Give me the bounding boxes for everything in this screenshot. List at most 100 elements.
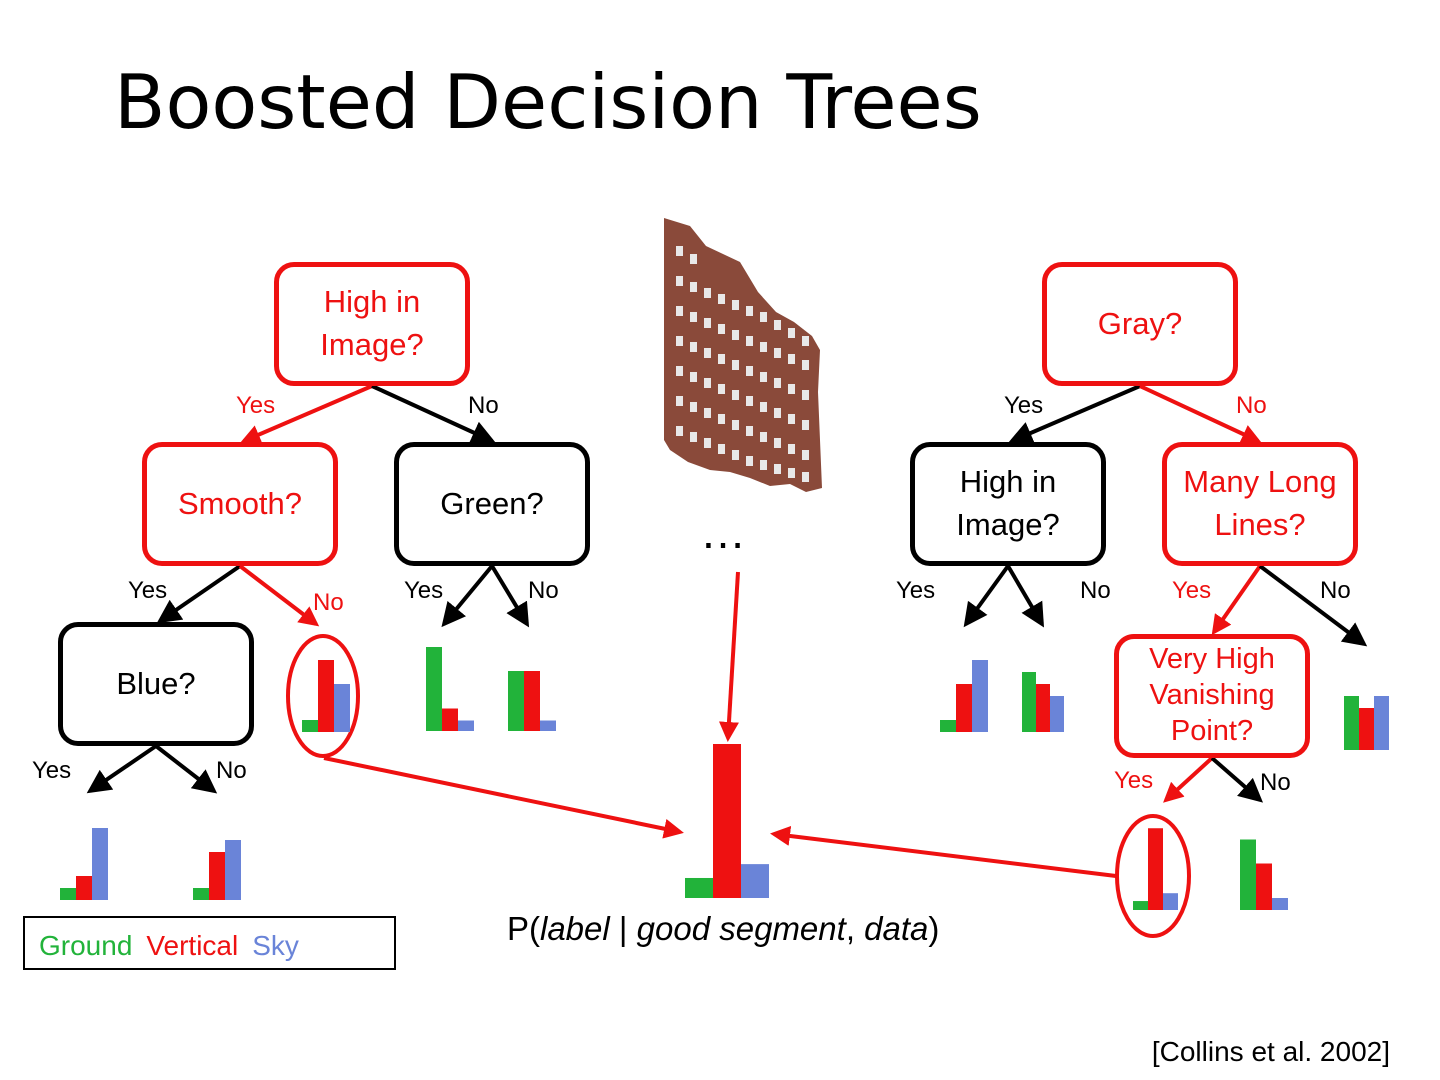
edge-t2-high-no <box>1006 564 1045 628</box>
legend-vertical: Vertical <box>146 930 239 961</box>
histograms <box>60 647 1389 910</box>
label-t2-vp-no: No <box>1260 769 1291 796</box>
edge-t2-vp-yes <box>1163 756 1214 803</box>
bar-t1-green-no-vertical <box>524 671 540 731</box>
node-t1-smooth: Smooth? <box>142 442 338 566</box>
label-t2-vp-yes: Yes <box>1114 767 1154 794</box>
edge-t1-green-yes <box>441 564 494 628</box>
bar-result-ground <box>685 877 713 898</box>
node-t2-many-long-lines: Many Long Lines? <box>1162 442 1358 566</box>
bar-t2-lines-no-ground <box>1344 696 1359 750</box>
bar-t1-smooth-no-ground <box>302 720 318 732</box>
bar-t2-high-no-sky <box>1050 696 1064 732</box>
highlight-t1-leaf <box>286 634 360 758</box>
bar-t2-lines-no-sky <box>1374 696 1389 750</box>
bar-t2-vp-no-sky <box>1272 898 1288 910</box>
bar-t1-blue-yes-vertical <box>76 876 92 900</box>
bar-t1-blue-no-sky <box>225 840 241 900</box>
histogram-t2-lines-no <box>1344 696 1389 750</box>
formula-separator: | <box>609 910 637 947</box>
label-t1-smooth-yes: Yes <box>128 577 168 604</box>
bar-t2-high-no-ground <box>1022 672 1036 732</box>
histogram-t1-green-no <box>508 671 556 731</box>
histogram-result <box>685 744 769 898</box>
histogram-t1-green-yes <box>426 647 474 731</box>
label-t1-blue-yes: Yes <box>32 757 72 784</box>
bar-t2-vp-yes-sky <box>1163 893 1178 910</box>
node-t1-green: Green? <box>394 442 590 566</box>
edge-t1-blue-no <box>154 744 218 794</box>
arrow-t1-to-result <box>323 756 684 839</box>
highlight-t2-leaf <box>1115 814 1191 938</box>
bar-t1-blue-yes-sky <box>92 828 108 900</box>
bar-t2-vp-yes-ground <box>1133 901 1148 910</box>
legend-sky: Sky <box>252 930 299 961</box>
citation: [Collins et al. 2002] <box>1151 1036 1390 1067</box>
bar-t2-vp-no-ground <box>1240 839 1256 910</box>
histogram-t2-vp-yes <box>1133 828 1178 910</box>
label-t1-smooth-no: No <box>313 589 344 616</box>
edge-t1-smooth-no <box>238 564 320 627</box>
bar-t2-vp-yes-vertical <box>1148 828 1163 910</box>
node-t2-high-in-image: High in Image? <box>910 442 1106 566</box>
bar-t1-blue-yes-ground <box>60 888 76 900</box>
edge-t1-green-no <box>490 564 530 628</box>
formula-prefix: P( <box>507 910 540 947</box>
bar-t2-lines-no-vertical <box>1359 708 1374 750</box>
node-t1-high-in-image: High in Image? <box>274 262 470 386</box>
formula-data: data <box>864 910 929 947</box>
bar-result-vertical <box>713 744 741 898</box>
bar-t1-green-no-ground <box>508 671 524 731</box>
bar-result-sky <box>741 864 769 898</box>
edge-t2-lines-yes <box>1211 564 1262 636</box>
node-t2-gray: Gray? <box>1042 262 1238 386</box>
label-t2-root-no: No <box>1236 392 1267 419</box>
label-t2-lines-no: No <box>1320 577 1351 604</box>
bar-t1-green-yes-vertical <box>442 708 458 731</box>
bar-t1-smooth-no-vertical <box>318 660 334 732</box>
legend-ground: Ground <box>39 930 133 961</box>
slide-title: Boosted Decision Trees <box>114 58 982 146</box>
histogram-t1-smooth-no <box>302 660 350 732</box>
histogram-t2-high-no <box>1022 672 1064 732</box>
edge-t1-root-yes <box>240 384 373 444</box>
arrow-dots-to-result <box>718 571 740 742</box>
label-t1-green-no: No <box>528 577 559 604</box>
edge-t2-root-no <box>1139 384 1262 444</box>
histogram-t2-high-yes <box>940 660 988 732</box>
probability-formula: P(label | good segment, data) <box>507 910 939 948</box>
bar-t2-high-yes-ground <box>940 720 956 732</box>
bar-t1-blue-no-ground <box>193 888 209 900</box>
formula-label: label <box>540 910 610 947</box>
more-trees-ellipsis: … <box>700 506 750 558</box>
label-t1-green-yes: Yes <box>404 577 444 604</box>
edge-t2-high-yes <box>963 564 1010 628</box>
edge-t1-smooth-yes <box>156 564 242 624</box>
bar-t1-green-yes-sky <box>458 720 474 731</box>
legend: Ground Vertical Sky <box>23 916 396 970</box>
histogram-t1-blue-no <box>193 840 241 900</box>
label-t1-root-yes: Yes <box>236 392 276 419</box>
label-t2-high-yes: Yes <box>896 577 936 604</box>
label-t1-blue-no: No <box>216 757 247 784</box>
edge-t1-root-no <box>371 384 496 444</box>
bar-t1-blue-no-vertical <box>209 852 225 900</box>
edge-t1-blue-yes <box>86 744 158 794</box>
bar-t2-high-yes-sky <box>972 660 988 732</box>
arrow-t2-to-result <box>770 826 1117 878</box>
label-t2-high-no: No <box>1080 577 1111 604</box>
label-t1-root-no: No <box>468 392 499 419</box>
node-t2-vanishing-point: Very High Vanishing Point? <box>1114 634 1310 758</box>
bar-t1-green-no-sky <box>540 720 556 731</box>
edge-t2-lines-no <box>1258 564 1368 647</box>
bar-t1-green-yes-ground <box>426 647 442 731</box>
bar-t2-vp-no-vertical <box>1256 863 1272 910</box>
edge-t2-vp-no <box>1210 756 1264 803</box>
histogram-t1-blue-yes <box>60 828 108 900</box>
node-t1-blue: Blue? <box>58 622 254 746</box>
histogram-t2-vp-no <box>1240 839 1288 910</box>
edge-t2-root-yes <box>1008 384 1141 445</box>
bar-t2-high-no-vertical <box>1036 684 1050 732</box>
